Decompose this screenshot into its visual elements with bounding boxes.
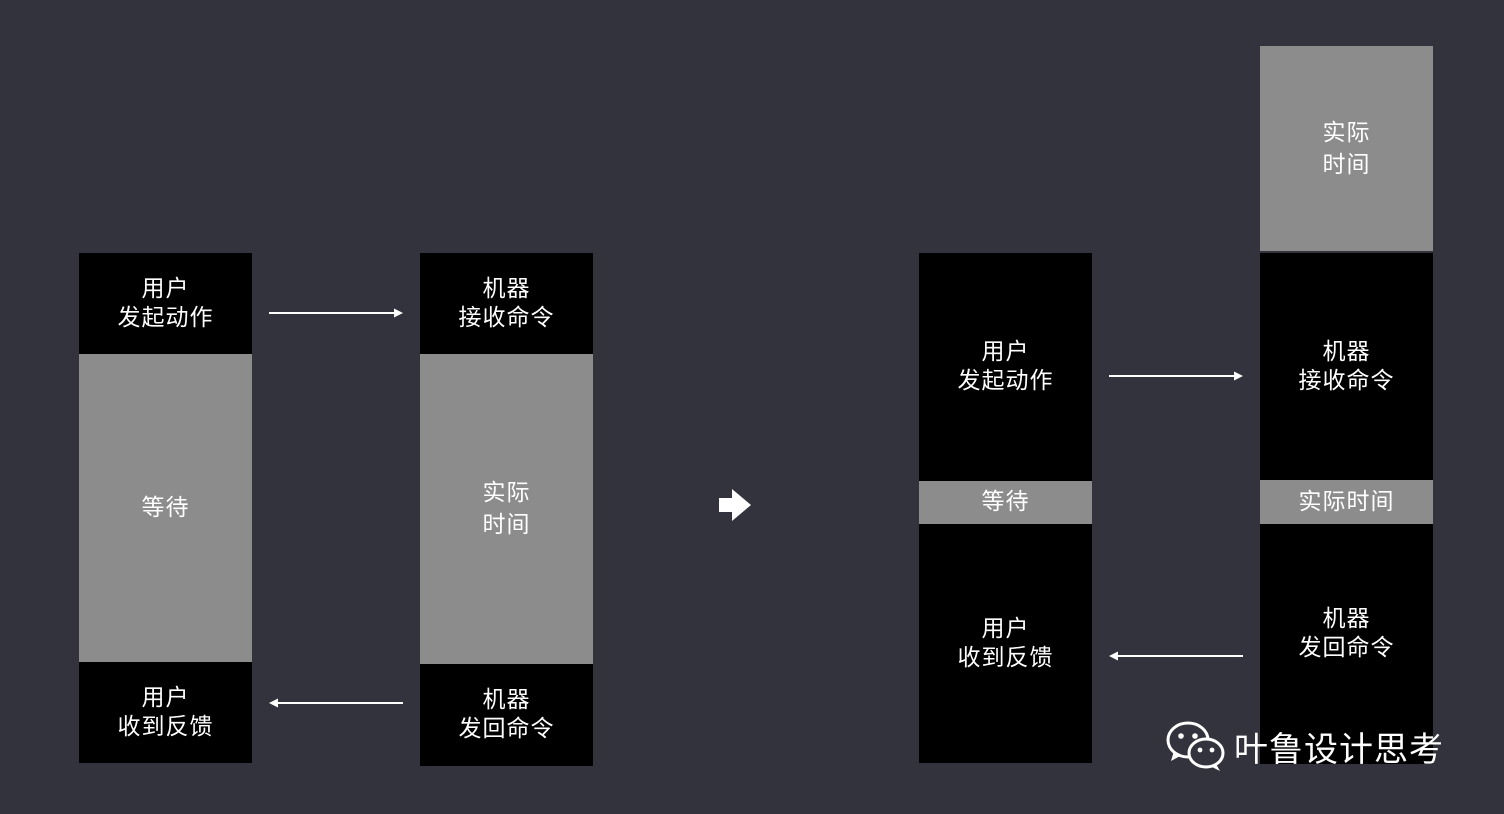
left-machine-send-line2: 发回命令 bbox=[458, 716, 555, 742]
right-machine-receive-line1: 机器 bbox=[1322, 338, 1371, 365]
left-user-feedback-line2: 收到反馈 bbox=[117, 713, 214, 740]
left-user-action-line1: 用户 bbox=[141, 275, 190, 302]
right-user-feedback-line2: 收到反馈 bbox=[957, 644, 1054, 671]
right-machine-send-line2: 发回命令 bbox=[1298, 635, 1395, 661]
right-machine-receive-block: 机器 接收命令 bbox=[1260, 253, 1433, 480]
right-wait-label: 等待 bbox=[981, 489, 1030, 515]
watermark-text: 叶鲁设计思考 bbox=[1234, 729, 1444, 770]
left-user-action-line2: 发起动作 bbox=[117, 304, 214, 331]
left-wait-label: 等待 bbox=[141, 494, 190, 521]
wechat-icon bbox=[1166, 721, 1225, 771]
right-machine-send-line1: 机器 bbox=[1322, 606, 1371, 632]
left-actual-time-line2: 时间 bbox=[482, 512, 531, 538]
right-user-action-line1: 用户 bbox=[981, 339, 1030, 365]
right-user-feedback-block: 用户 收到反馈 bbox=[919, 524, 1092, 763]
right-actual-time-top-line2: 时间 bbox=[1322, 151, 1371, 178]
left-machine-receive-line2: 接收命令 bbox=[458, 304, 555, 331]
left-user-feedback-line1: 用户 bbox=[141, 684, 190, 711]
left-machine-send-block: 机器 发回命令 bbox=[420, 664, 593, 766]
left-actual-time-block: 实际 时间 bbox=[420, 354, 593, 664]
right-user-action-line2: 发起动作 bbox=[957, 368, 1054, 394]
right-actual-time-top-line1: 实际 bbox=[1322, 119, 1371, 146]
right-arrow-right-icon bbox=[1109, 371, 1243, 381]
right-actual-time-top-block: 实际 时间 bbox=[1260, 46, 1433, 251]
left-arrow-right-icon bbox=[269, 308, 403, 318]
left-user-action-block: 用户 发起动作 bbox=[79, 253, 252, 354]
left-wait-block: 等待 bbox=[79, 354, 252, 662]
watermark: 叶鲁设计思考 bbox=[1166, 720, 1444, 772]
right-arrow-left-icon bbox=[1109, 651, 1243, 661]
transition-arrow-icon bbox=[719, 489, 751, 521]
right-actual-time-label: 实际时间 bbox=[1298, 488, 1395, 515]
right-actual-time-block: 实际时间 bbox=[1260, 480, 1433, 524]
left-user-feedback-block: 用户 收到反馈 bbox=[79, 662, 252, 763]
left-actual-time-line1: 实际 bbox=[482, 480, 531, 506]
left-machine-receive-block: 机器 接收命令 bbox=[420, 253, 593, 354]
left-machine-send-line1: 机器 bbox=[482, 687, 531, 713]
right-machine-receive-line2: 接收命令 bbox=[1298, 367, 1395, 394]
right-user-feedback-line1: 用户 bbox=[981, 615, 1030, 642]
right-wait-block: 等待 bbox=[919, 481, 1092, 524]
right-machine-send-block: 机器 发回命令 bbox=[1260, 524, 1433, 764]
right-user-action-block: 用户 发起动作 bbox=[919, 253, 1092, 481]
left-machine-receive-line1: 机器 bbox=[482, 275, 531, 302]
left-arrow-left-icon bbox=[269, 698, 403, 708]
